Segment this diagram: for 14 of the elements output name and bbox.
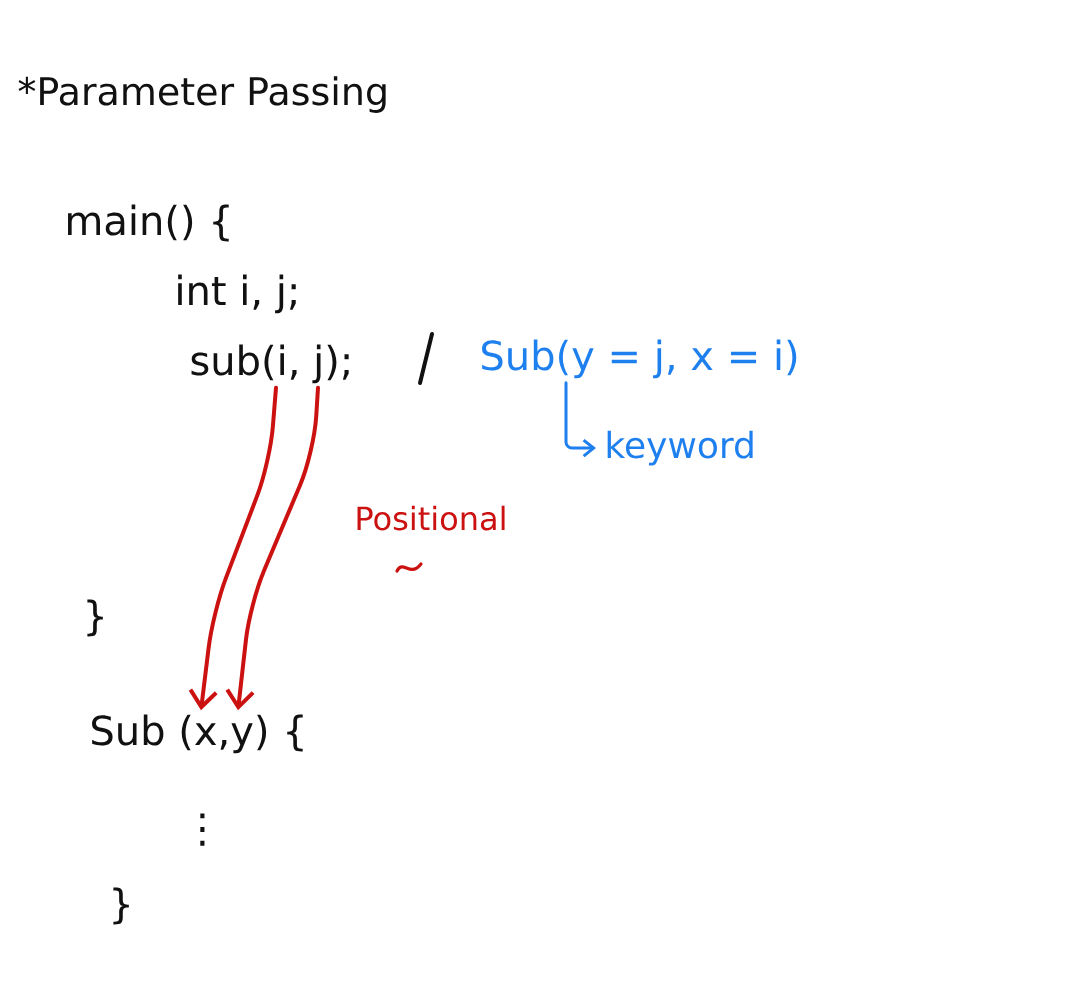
code-line: Sub (x,y) { xyxy=(92,714,303,754)
arrow xyxy=(564,381,596,458)
brace: } xyxy=(87,599,103,637)
brace: } xyxy=(113,887,129,925)
arrow xyxy=(188,385,278,711)
code-line: Sub(y = j, x = i) xyxy=(482,339,797,379)
vertical-ellipsis: ⋮ xyxy=(200,813,205,846)
code-line: sub(i, j); xyxy=(191,344,349,384)
annotation: Positional xyxy=(357,505,505,531)
code-line: main() { xyxy=(68,204,229,242)
code-line: int i, j; xyxy=(178,274,296,314)
arrow xyxy=(225,385,320,711)
title: *Parameter Passing xyxy=(18,76,386,113)
annotation: keyword xyxy=(607,430,753,466)
